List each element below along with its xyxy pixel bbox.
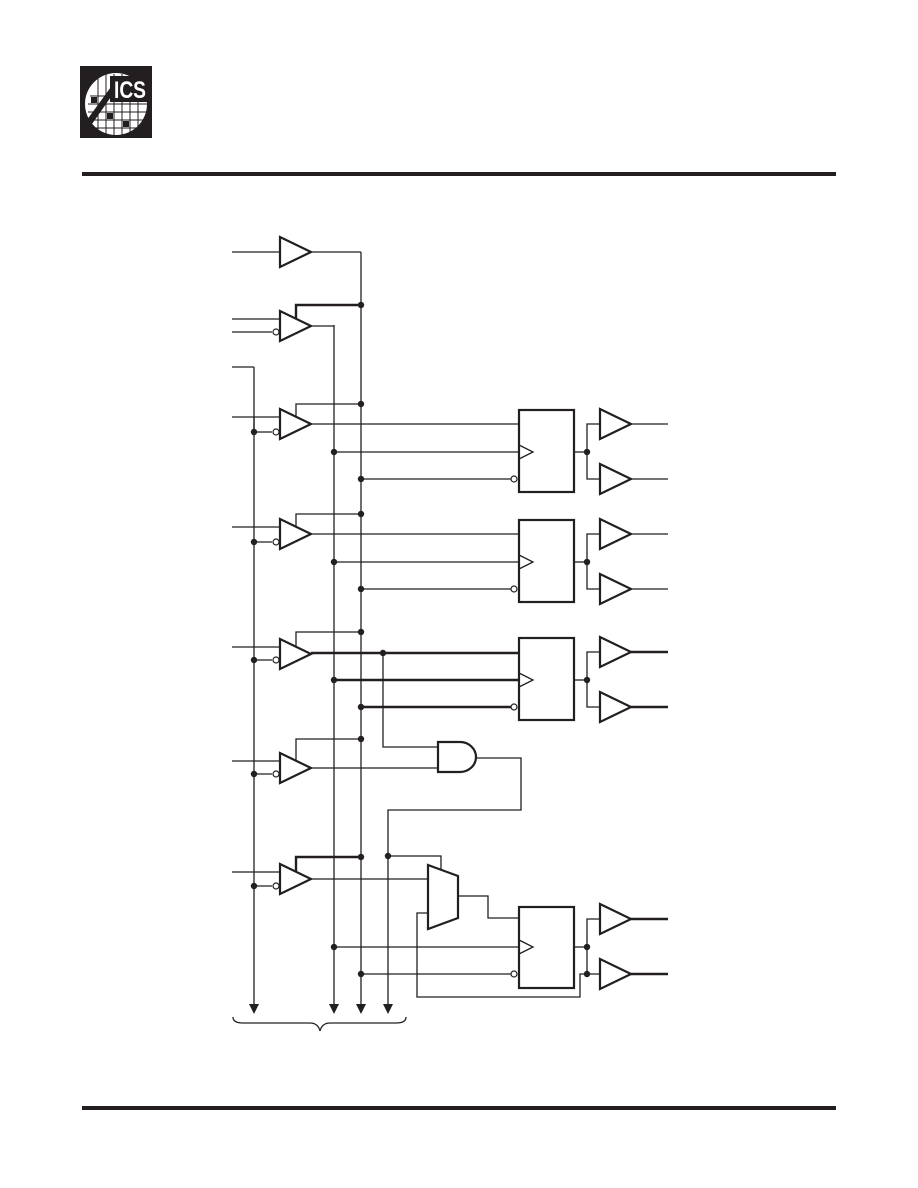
- flip-flop-3: [510, 636, 576, 722]
- footer-rule: [82, 1106, 836, 1110]
- header-rule: [82, 172, 836, 176]
- output-buffers-4: [574, 902, 668, 991]
- and-gate: [387, 740, 522, 856]
- bus-brace: [232, 1016, 407, 1032]
- input-buffer-3: [232, 403, 519, 480]
- input-buffer-5: [232, 631, 519, 748]
- flip-flop-1: [510, 408, 576, 494]
- flip-flop-4: [510, 905, 576, 990]
- input-buffer-7: [232, 855, 519, 975]
- input-buffer-4: [232, 513, 519, 590]
- logo-text: ICS: [114, 76, 146, 104]
- junction-dots: [250, 301, 591, 978]
- ics-logo-icon: ICS: [80, 66, 152, 138]
- output-buffers-1: [574, 407, 668, 496]
- input-buffer-2: [232, 303, 361, 343]
- input-buffer-6: [232, 738, 438, 785]
- output-buffers-2: [574, 517, 668, 606]
- flip-flop-2: [510, 518, 576, 604]
- vertical-buses: [232, 252, 389, 1006]
- output-buffers-3: [574, 635, 668, 724]
- multiplexer: [388, 855, 587, 998]
- input-buffer-1: [232, 235, 361, 269]
- bus-arrows: [249, 1004, 393, 1014]
